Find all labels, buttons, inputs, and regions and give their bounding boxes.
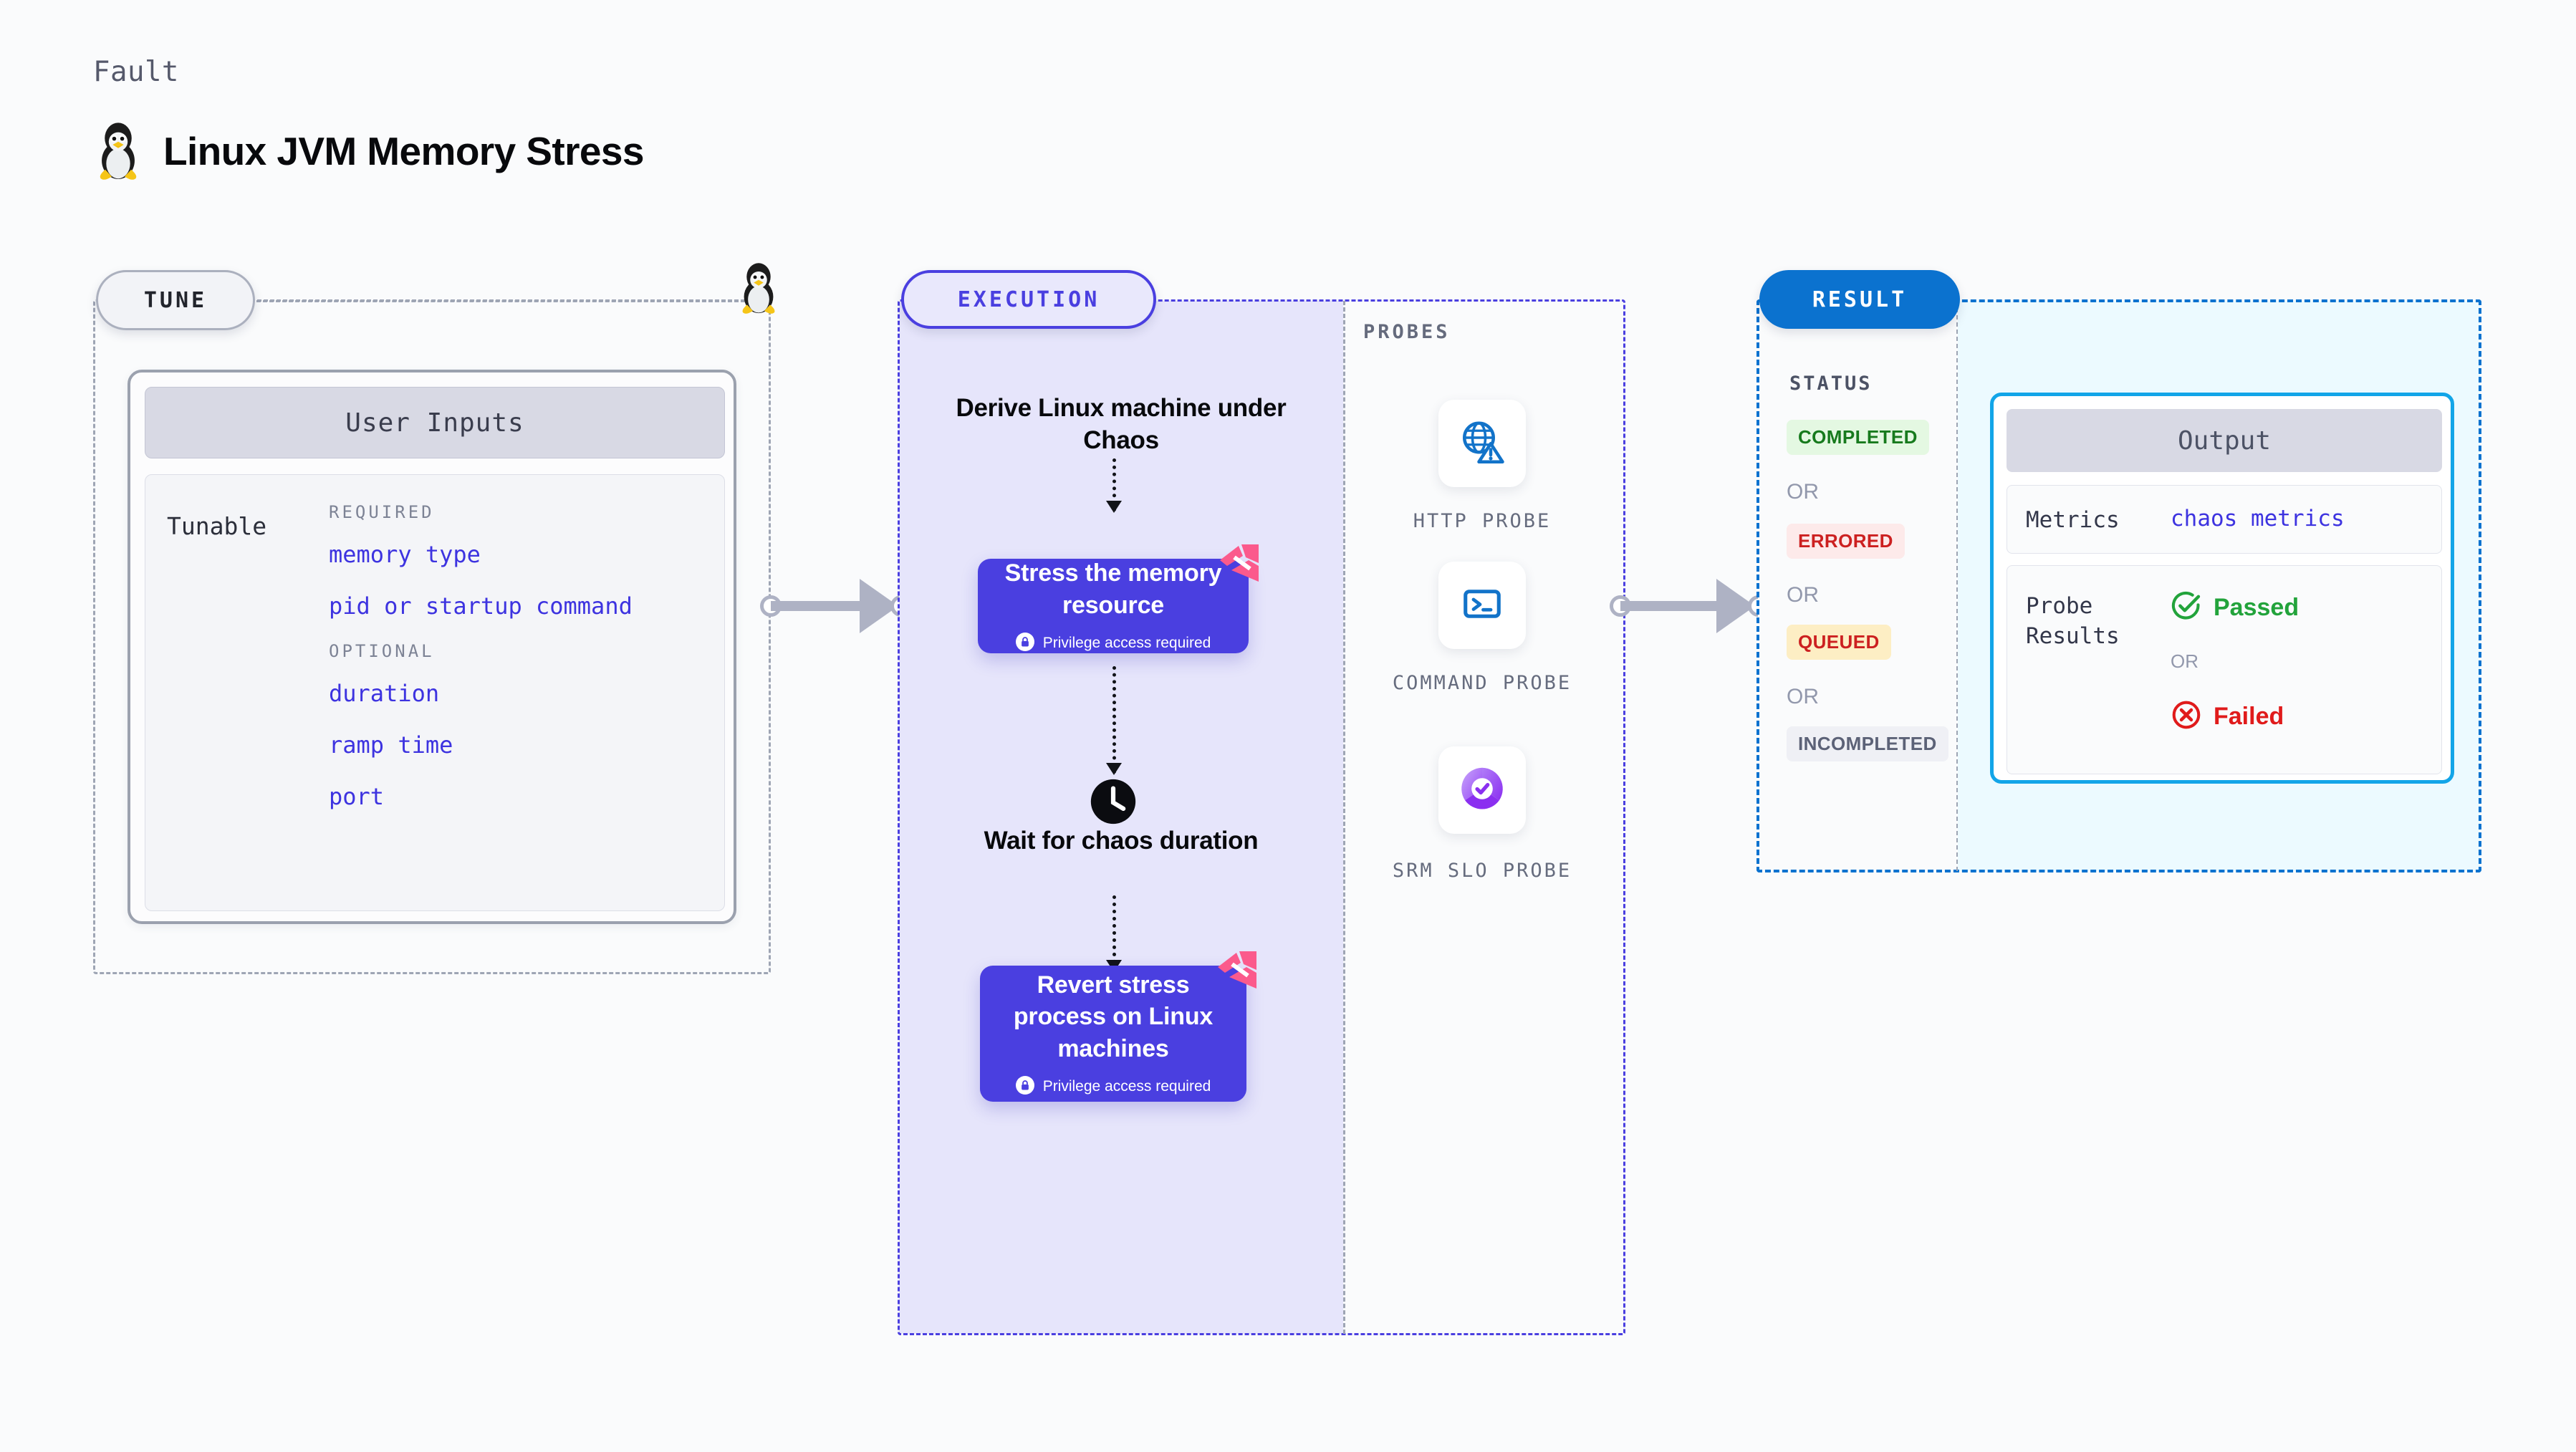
privilege-note-text-1: Privilege access required (1042, 635, 1211, 652)
status-or-1: OR (1787, 480, 1819, 504)
tune-corner-linux-tux-penguin-icon (736, 262, 781, 318)
lock-icon (1015, 1075, 1034, 1098)
failed-label: Failed (2214, 703, 2284, 730)
required-group-label: REQUIRED (329, 502, 435, 522)
metrics-value[interactable]: chaos metrics (2171, 506, 2345, 532)
result-divider (1956, 301, 1958, 871)
privilege-note-2: Privilege access required (1015, 1075, 1211, 1098)
probe-result-failed: Failed (2171, 699, 2284, 734)
probe-result-or: OR (2171, 650, 2198, 672)
tunable-item-ramp-time[interactable]: ramp time (329, 731, 453, 759)
result-panel (1756, 299, 2481, 872)
globe-warning-icon (1456, 416, 1508, 471)
execution-step-wait-duration: Wait for chaos duration (984, 827, 1259, 855)
probe-tile-srm-slo[interactable] (1438, 746, 1526, 834)
tunable-row: Tunable REQUIRED memory type pid or star… (145, 474, 725, 911)
probe-tile-http[interactable] (1438, 400, 1526, 487)
execution-step-stress-memory-card[interactable]: Stress the memory resource Privilege acc… (978, 544, 1259, 655)
page-title: Linux JVM Memory Stress (163, 129, 644, 173)
user-inputs-card: User Inputs Tunable REQUIRED memory type… (128, 370, 736, 924)
output-header: Output (2007, 409, 2442, 472)
terminal-prompt-icon (1456, 578, 1508, 633)
execution-badge[interactable]: EXECUTION (901, 270, 1156, 329)
check-circle-icon (2171, 590, 2202, 625)
flow-arrow-2 (1106, 666, 1122, 775)
status-badge-errored: ERRORED (1787, 524, 1905, 559)
stress-memory-title: Stress the memory resource (1004, 559, 1222, 619)
tunable-item-memory-type[interactable]: memory type (329, 541, 481, 568)
status-section-label: STATUS (1789, 372, 1873, 395)
probe-caption-command: COMMAND PROBE (1392, 672, 1572, 694)
page-title-row: Linux JVM Memory Stress (93, 122, 644, 181)
harness-ribbon-icon (1217, 542, 1264, 590)
probe-caption-srm-slo: SRM SLO PROBE (1392, 860, 1572, 882)
tunable-list: REQUIRED memory type pid or startup comm… (329, 502, 633, 835)
tune-badge[interactable]: TUNE (96, 270, 255, 330)
tunable-item-duration[interactable]: duration (329, 680, 440, 707)
tune-to-execution-arrow (760, 577, 912, 635)
user-inputs-header: User Inputs (145, 387, 725, 458)
harness-ribbon-icon (1215, 948, 1262, 996)
probe-results-key: Probe Results (2026, 593, 2120, 649)
tunable-row-label: Tunable (167, 512, 267, 540)
revert-stress-title: Revert stress process on Linux machines (1013, 971, 1213, 1062)
status-badge-queued: QUEUED (1787, 625, 1891, 660)
privilege-note-1: Privilege access required (1015, 632, 1211, 655)
output-card: Output Metrics chaos metrics Probe Resul… (1990, 393, 2454, 784)
output-row-metrics: Metrics chaos metrics (2007, 485, 2442, 554)
probe-tile-command[interactable] (1438, 562, 1526, 649)
x-circle-icon (2171, 699, 2202, 734)
result-badge[interactable]: RESULT (1759, 270, 1960, 329)
probes-divider (1343, 301, 1345, 1334)
tune-top-dashed-line (256, 300, 758, 302)
status-or-3: OR (1787, 685, 1819, 708)
optional-group-label: OPTIONAL (329, 641, 435, 661)
probes-to-result-arrow (1610, 577, 1769, 635)
tunable-item-port[interactable]: port (329, 783, 385, 810)
page-kicker: Fault (93, 56, 179, 88)
passed-label: Passed (2214, 594, 2299, 621)
probe-caption-http: HTTP PROBE (1413, 510, 1552, 532)
status-badge-completed: COMPLETED (1787, 420, 1929, 455)
flow-arrow-1 (1106, 458, 1122, 513)
slo-donut-check-icon (1456, 762, 1509, 819)
metrics-key: Metrics (2026, 507, 2120, 533)
execution-probes-panel (898, 299, 1625, 1335)
linux-tux-penguin-icon (93, 122, 143, 181)
execution-step-revert-stress-card[interactable]: Revert stress process on Linux machines … (980, 951, 1256, 1102)
probe-result-passed: Passed (2171, 590, 2299, 625)
probes-section-label: PROBES (1363, 321, 1451, 343)
status-badge-incompleted: INCOMPLETED (1787, 726, 1948, 761)
output-row-probe-results: Probe Results Passed OR (2007, 565, 2442, 774)
execution-step-derive-machine: Derive Linux machine under Chaos (956, 394, 1287, 454)
tunable-item-pid-or-startup-command[interactable]: pid or startup command (329, 592, 633, 620)
clock-icon (1089, 777, 1138, 830)
lock-icon (1015, 632, 1034, 655)
privilege-note-text-2: Privilege access required (1042, 1078, 1211, 1095)
result-status-background (1758, 301, 1956, 871)
flow-arrow-3 (1106, 895, 1122, 972)
status-or-2: OR (1787, 583, 1819, 607)
